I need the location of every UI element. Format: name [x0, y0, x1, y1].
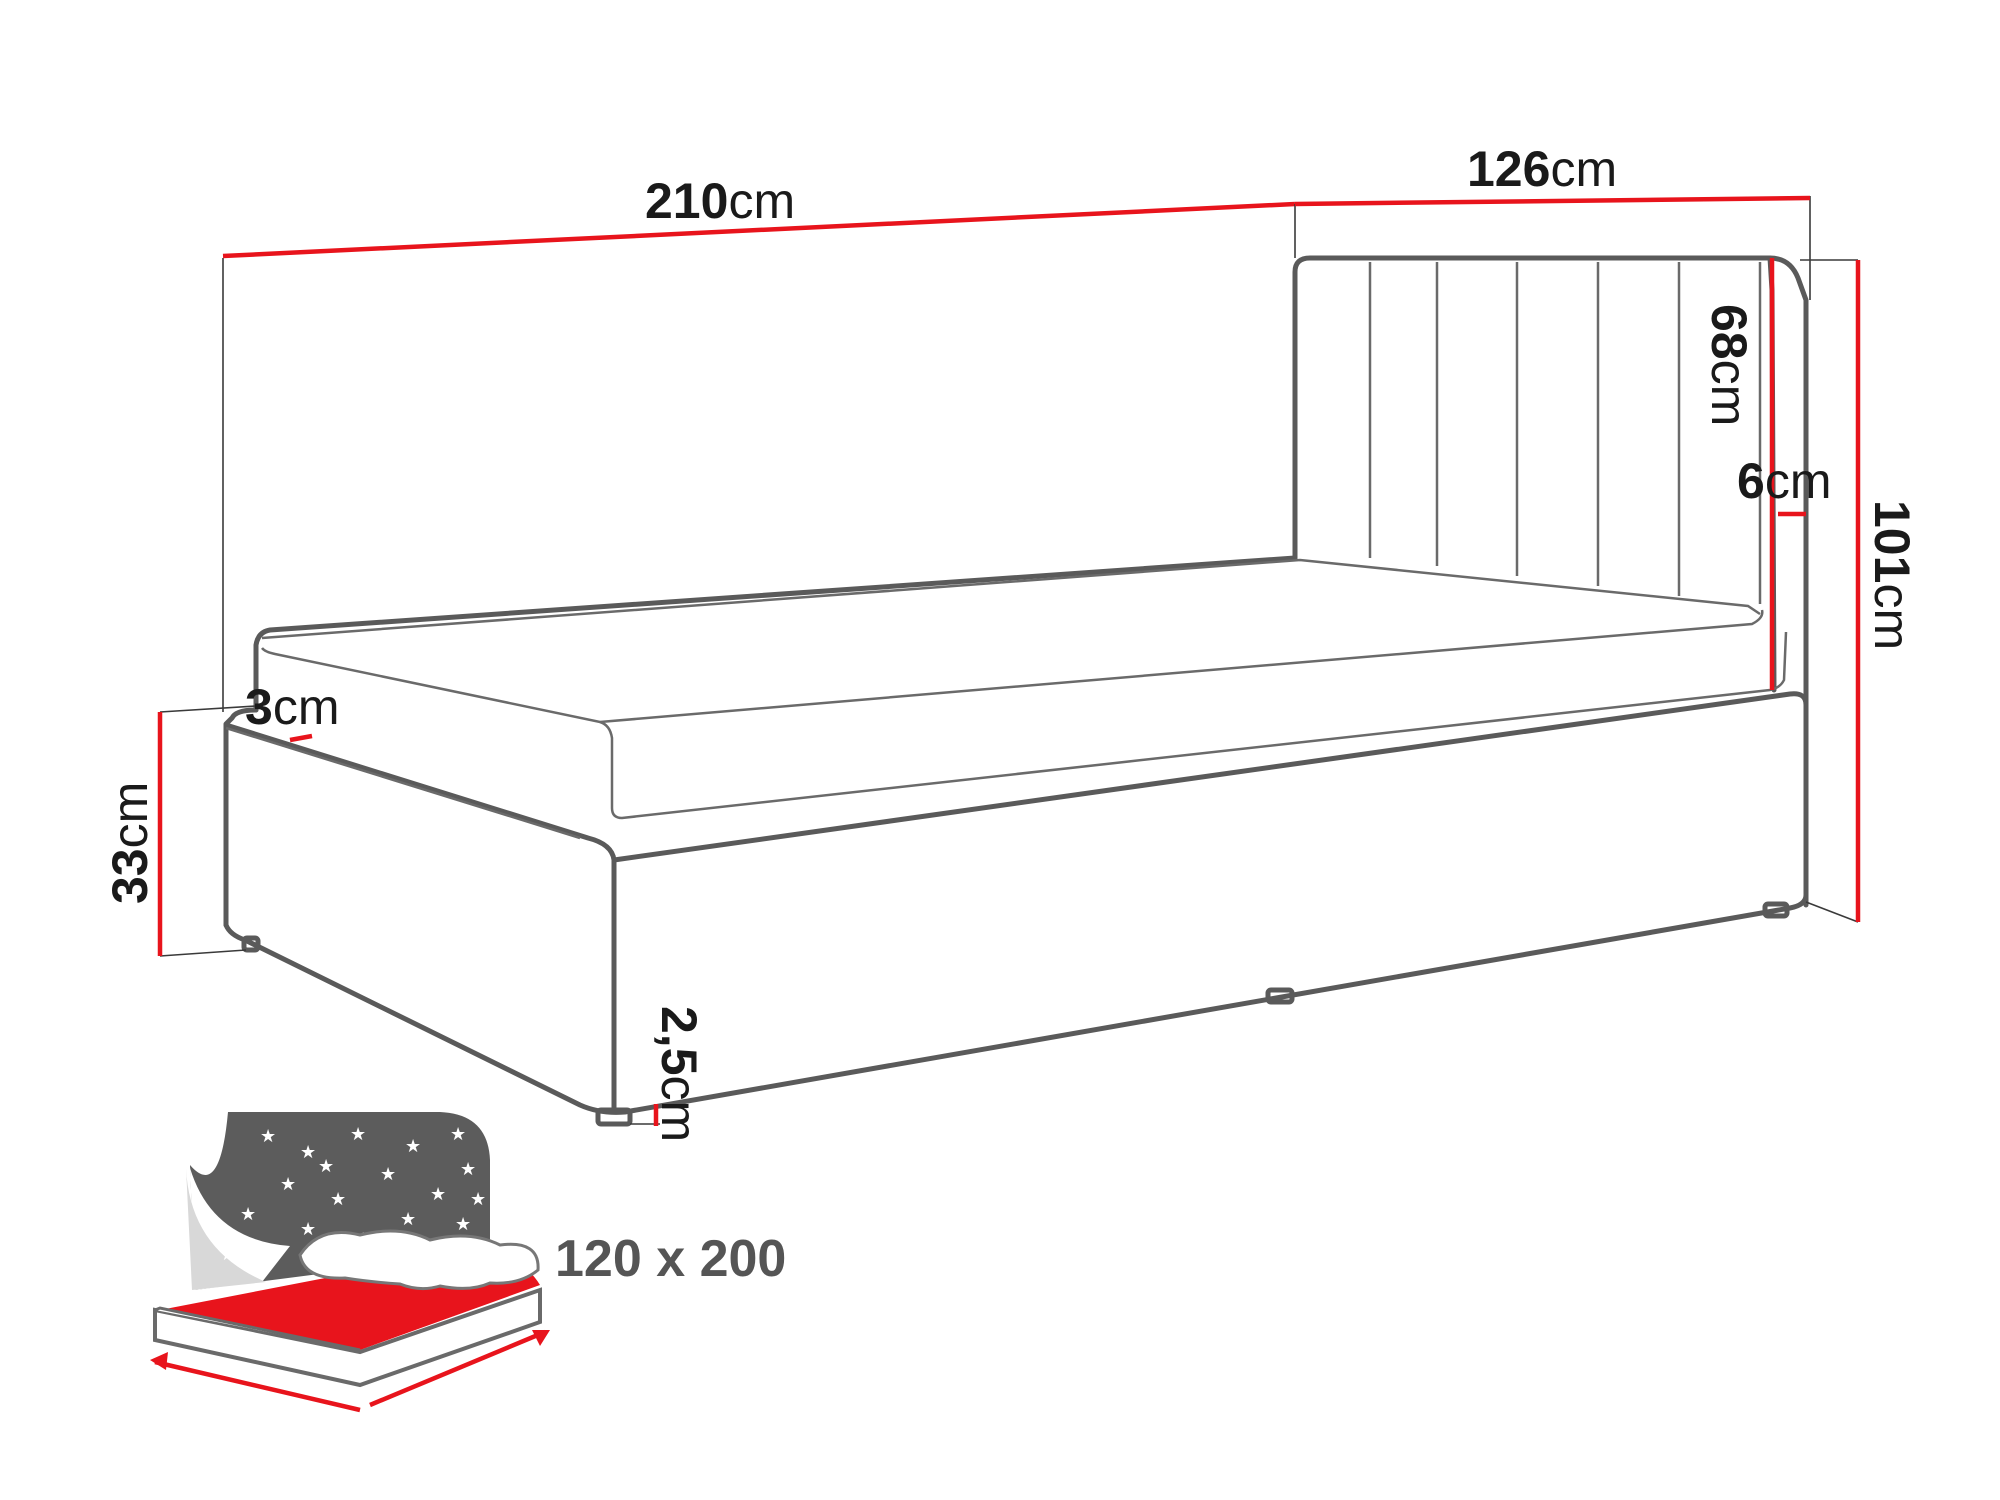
mattress-size-icon: ★★★ ★★★ ★★★ ★★★ ★★★ ★★★	[150, 1112, 550, 1413]
bed-drawing	[223, 255, 1809, 1127]
svg-text:★: ★	[405, 1136, 421, 1157]
svg-text:★: ★	[470, 1189, 486, 1210]
svg-text:★: ★	[380, 1164, 396, 1185]
svg-text:★: ★	[260, 1126, 276, 1147]
side-panel-top	[253, 555, 1298, 713]
dimension-lines	[157, 195, 1861, 1126]
size-arrow	[154, 1359, 361, 1413]
length-line	[222, 201, 1296, 259]
svg-text:★: ★	[280, 1174, 296, 1195]
svg-text:★: ★	[240, 1204, 256, 1225]
base-bottom	[223, 892, 1809, 1115]
total-height-label: 101cm	[1864, 500, 1920, 650]
headboard-height-label: 68cm	[1701, 304, 1757, 426]
mattress-top-front	[261, 609, 1764, 724]
base-top-edge	[223, 707, 259, 928]
leg	[241, 935, 261, 953]
leg	[595, 1107, 633, 1127]
mattress-thickness-line	[289, 733, 313, 743]
width-line	[1294, 195, 1811, 207]
mattress-top	[261, 558, 1761, 640]
svg-text:★: ★	[300, 1219, 316, 1240]
size-arrow	[369, 1329, 546, 1408]
svg-text:★: ★	[330, 1189, 346, 1210]
svg-text:★: ★	[220, 1244, 236, 1265]
headboard-thickness-label: 6cm	[1737, 453, 1831, 509]
svg-text:★: ★	[430, 1184, 446, 1205]
length-label: 210cm	[645, 173, 795, 229]
svg-text:★: ★	[455, 1214, 471, 1235]
base-corner-edge	[223, 722, 617, 1115]
svg-text:★: ★	[300, 1142, 316, 1163]
mattress-front-face	[599, 631, 1788, 820]
leg	[1762, 901, 1790, 919]
svg-text:★: ★	[460, 1159, 476, 1180]
width-label: 126cm	[1467, 141, 1617, 197]
leg-height-label: 2,5cm	[651, 1006, 707, 1142]
mattress-thickness-label: 3cm	[245, 679, 339, 735]
base-side-inner	[225, 726, 581, 840]
leg	[1265, 987, 1295, 1005]
mattress-size-label: 120 x 200	[555, 1230, 786, 1288]
base-front-top	[611, 691, 1809, 863]
base-height-label: 33cm	[102, 782, 158, 904]
svg-text:★: ★	[318, 1156, 334, 1177]
mattress-body-icon	[153, 1287, 542, 1388]
pillow-icon	[298, 1229, 540, 1291]
svg-text:★: ★	[400, 1209, 416, 1230]
svg-text:★: ★	[350, 1124, 366, 1145]
stars-icon: ★★★ ★★★ ★★★ ★★★ ★★★ ★★★	[220, 1124, 486, 1265]
svg-text:★: ★	[450, 1124, 466, 1145]
